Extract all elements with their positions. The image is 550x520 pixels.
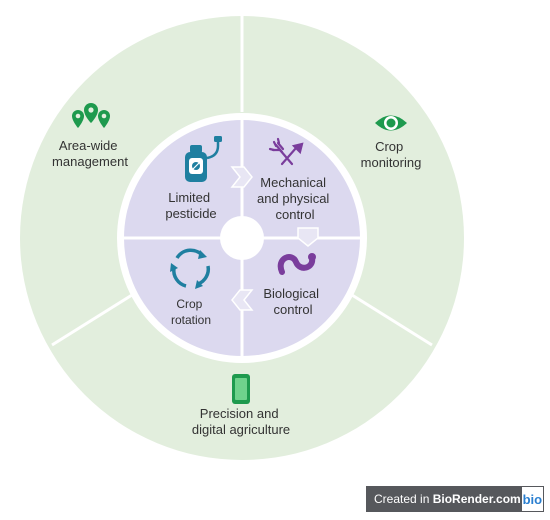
inner-label-limited-pesticide-line1: Limited bbox=[168, 190, 210, 205]
tools-icon bbox=[268, 137, 304, 166]
outer-label-crop-monitoring-line1: Crop bbox=[375, 139, 403, 154]
outer-label-precision-line2: digital agriculture bbox=[192, 422, 290, 437]
inner-label-biological-line2: control bbox=[273, 302, 312, 317]
attribution-text: Created in BioRender.com bbox=[366, 492, 521, 506]
smartphone-icon bbox=[232, 374, 250, 404]
inner-label-mechanical-line1: Mechanical bbox=[260, 175, 326, 190]
sprayer-icon bbox=[185, 136, 222, 182]
inner-label-biological: Biological control bbox=[263, 286, 322, 317]
chevron-right-arrow bbox=[230, 166, 253, 188]
outer-label-precision: Precision and digital agriculture bbox=[192, 406, 290, 437]
map-pins-icon bbox=[72, 103, 110, 128]
inner-label-crop-rotation: Crop rotation bbox=[171, 297, 211, 327]
inner-label-mechanical: Mechanical and physical control bbox=[257, 175, 333, 222]
attribution-prefix: Created in bbox=[374, 492, 433, 506]
inner-label-limited-pesticide-line2: pesticide bbox=[165, 206, 216, 221]
inner-label-mechanical-line2: and physical bbox=[257, 191, 329, 206]
outer-label-crop-monitoring-line2: monitoring bbox=[361, 155, 422, 170]
worm-icon bbox=[277, 253, 316, 275]
inner-label-crop-rotation-line2: rotation bbox=[171, 313, 211, 327]
inner-label-mechanical-line3: control bbox=[275, 207, 314, 222]
chevron-left-arrow bbox=[231, 289, 254, 311]
biorender-logo: bio bbox=[520, 486, 544, 512]
outer-label-crop-monitoring: Crop monitoring bbox=[361, 139, 422, 170]
outer-label-area-wide-line1: Area-wide bbox=[59, 138, 118, 153]
chevron-down-arrow bbox=[297, 227, 319, 247]
outer-divider-right bbox=[351, 293, 433, 347]
center-hole bbox=[220, 216, 264, 260]
outer-divider-left bbox=[51, 293, 133, 347]
outer-label-area-wide: Area-wide management bbox=[52, 138, 128, 169]
attribution-brand: BioRender.com bbox=[432, 492, 521, 506]
biorender-attribution[interactable]: Created in BioRender.com bio bbox=[366, 486, 544, 512]
inner-label-biological-line1: Biological bbox=[263, 286, 319, 301]
cycle-arrows-icon bbox=[170, 248, 211, 289]
outer-label-area-wide-line2: management bbox=[52, 154, 128, 169]
inner-label-crop-rotation-line1: Crop bbox=[176, 297, 202, 311]
outer-label-precision-line1: Precision and bbox=[200, 406, 279, 421]
inner-label-limited-pesticide: Limited pesticide bbox=[165, 190, 216, 221]
eye-icon bbox=[375, 115, 407, 131]
